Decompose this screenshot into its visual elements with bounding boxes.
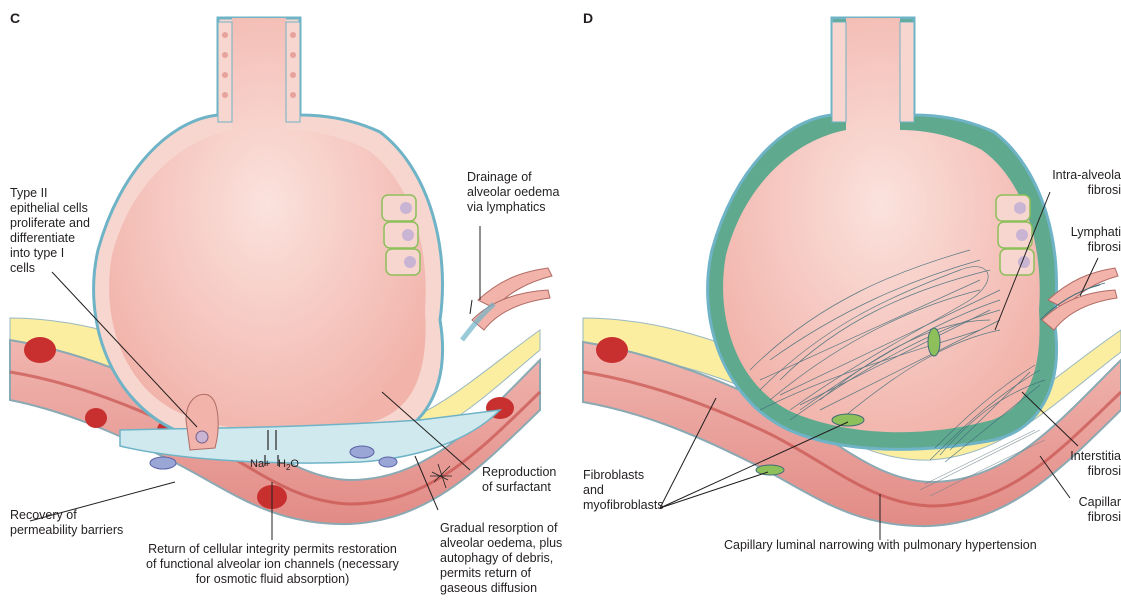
label-recovery: Recovery of permeability barriers	[10, 508, 123, 538]
label-h2o: H2O	[278, 458, 299, 472]
label-lymphatic-fibrosis: Lymphati fibrosi	[1058, 225, 1121, 255]
label-type-ii-cells: Type II epithelial cells proliferate and…	[10, 186, 90, 276]
label-capillary-fibrosis: Capillar fibrosi	[1058, 495, 1121, 525]
label-fibroblasts: Fibroblasts and myofibroblasts	[583, 468, 664, 513]
label-reproduction: Reproduction of surfactant	[482, 465, 556, 495]
panel-d-illustration	[583, 18, 1121, 540]
label-intra-alveolar-fibrosis: Intra-alveola fibrosi	[1052, 168, 1121, 198]
panel-letter-d: D	[583, 10, 593, 26]
label-gradual-resorption: Gradual resorption of alveolar oedema, p…	[440, 521, 562, 596]
alveolar-lumen-d	[723, 18, 1040, 432]
label-return-cellular-integrity: Return of cellular integrity permits res…	[146, 542, 399, 587]
label-drainage: Drainage of alveolar oedema via lymphati…	[467, 170, 559, 215]
lymphatic-vessel-c	[462, 268, 552, 340]
label-na: Na+	[250, 458, 271, 470]
type-ii-cells-c	[382, 195, 420, 275]
alveolar-lumen-c	[109, 18, 426, 432]
label-interstitial-fibrosis: Interstitia fibrosi	[1058, 449, 1121, 479]
type-ii-cells-d	[996, 195, 1034, 275]
red-blood-cell	[85, 408, 107, 428]
red-blood-cell	[24, 337, 56, 363]
panel-letter-c: C	[10, 10, 20, 26]
red-blood-cell	[596, 337, 628, 363]
label-capillary-narrowing: Capillary luminal narrowing with pulmona…	[724, 538, 1037, 553]
proliferating-cell-c	[186, 394, 218, 450]
